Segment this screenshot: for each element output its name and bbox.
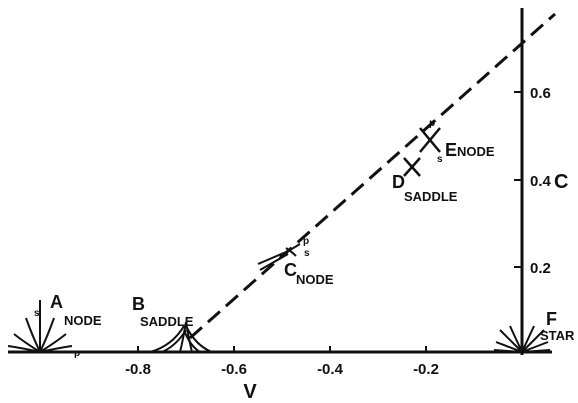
point-c-type: NODE — [296, 272, 334, 287]
point-e-letter: E — [445, 140, 457, 160]
point-e-p-label: p — [429, 118, 435, 129]
point-b-letter: B — [132, 294, 145, 314]
x-tick-label: -0.4 — [317, 361, 344, 378]
x-tick-label: -0.8 — [125, 361, 151, 378]
y-tick-label: 0.4 — [530, 173, 552, 190]
y-tick-label: 0.6 — [530, 85, 551, 102]
point-b-saddle-marker — [149, 321, 213, 353]
point-d-letter: D — [392, 172, 405, 192]
x-tick-label: -0.6 — [221, 361, 247, 378]
point-f-type: STAR — [540, 328, 575, 343]
x-axis-title: V — [243, 381, 257, 403]
point-a-type: NODE — [64, 313, 102, 328]
x-tick-label: -0.2 — [413, 361, 439, 378]
point-c-letter: C — [284, 260, 297, 280]
point-e-s-label: s — [437, 154, 443, 165]
point-d-type: SADDLE — [404, 189, 458, 204]
point-c-s-label: s — [304, 248, 310, 259]
y-tick-label: 0.2 — [530, 260, 551, 277]
point-b-type: SADDLE — [140, 314, 194, 329]
point-a-letter: A — [50, 292, 63, 312]
point-e-node-marker — [419, 127, 441, 153]
point-d-saddle-marker — [403, 157, 421, 177]
y-axis-title: C — [554, 171, 568, 193]
point-c-node-marker — [257, 243, 301, 271]
point-a-node-marker — [7, 300, 73, 353]
dashed-trajectory-line — [189, 12, 556, 340]
point-a-s-label: s — [34, 308, 40, 319]
point-e-type: NODE — [457, 144, 495, 159]
point-f-star-marker — [493, 325, 551, 353]
point-a-p-label: p — [74, 348, 80, 359]
point-f-letter: F — [546, 309, 557, 329]
point-c-p-label: p — [303, 236, 309, 247]
